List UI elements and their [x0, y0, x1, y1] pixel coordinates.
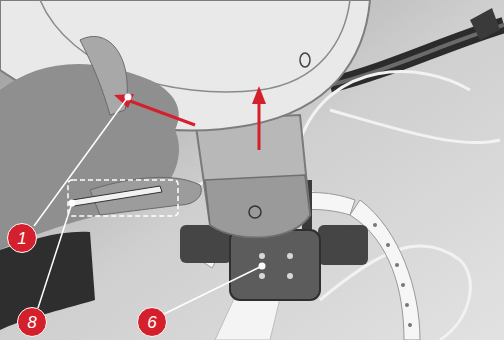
direction-arrow [130, 101, 195, 125]
hand [0, 64, 179, 250]
leader-dot [259, 263, 266, 270]
arrowhead [252, 86, 266, 104]
cable [330, 110, 500, 143]
direction-arrow [258, 102, 261, 150]
adapter-foot [205, 175, 310, 237]
bracket-arm [318, 225, 368, 265]
callout-badge: 6 [137, 307, 167, 337]
strap [350, 200, 420, 340]
brake-lever [470, 8, 500, 40]
arrowhead [114, 94, 134, 108]
lock-symbol [249, 206, 261, 218]
callout-number: 8 [27, 314, 36, 331]
leader-dot [125, 94, 132, 101]
seat-adapter [195, 115, 310, 237]
callout-badge: 1 [7, 223, 37, 253]
thumb [80, 36, 127, 115]
leader-line [164, 266, 262, 314]
callout-number: 6 [147, 314, 156, 331]
leader-dot [69, 200, 76, 207]
strap-holes [373, 223, 412, 327]
leader-line [34, 97, 128, 226]
release-lever [72, 186, 162, 206]
highlight-box [68, 180, 178, 216]
callout-number: 1 [17, 230, 26, 247]
mount-block [230, 230, 320, 300]
callout-badge: 8 [17, 307, 47, 337]
leader-line [38, 203, 72, 308]
